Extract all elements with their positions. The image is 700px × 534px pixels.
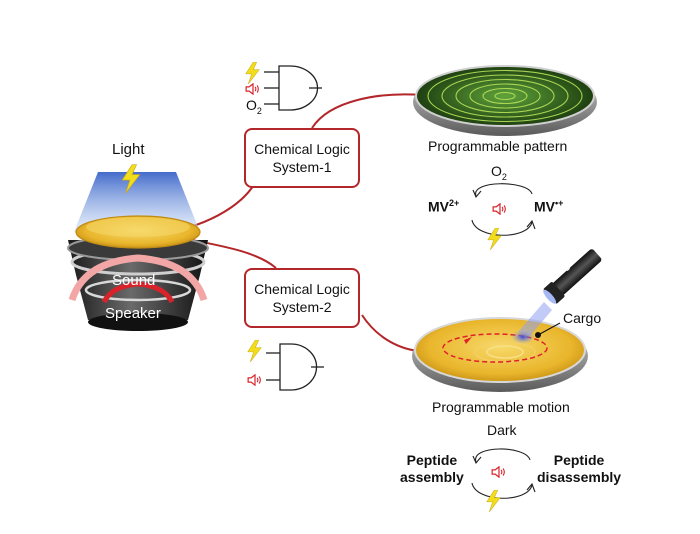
mv-radical-main: MV [534, 198, 555, 215]
gate1-sound-icon [245, 83, 259, 95]
speaker-label: Speaker [105, 305, 161, 322]
pattern-petri-dish [413, 65, 597, 136]
cycle1-bottom-arrow [471, 219, 533, 236]
cycle1-right-label: MV•+ [534, 198, 563, 215]
cargo-label: Cargo [563, 310, 602, 326]
trajectory-arrow [464, 337, 472, 344]
peptide-disassembly-line1: Peptide [553, 452, 605, 468]
cycle2-top-label: Dark [487, 422, 517, 438]
sound-wave-outer [68, 254, 208, 302]
connector-system2-motion [361, 314, 419, 352]
cycle1-light-bolt-icon [487, 228, 502, 250]
motion-trajectory [442, 333, 548, 363]
and-gate-2-shape [279, 343, 318, 391]
chemical-logic-system-1-box: Chemical Logic System-1 [244, 128, 360, 188]
gate2-light-bolt-icon [247, 340, 262, 362]
chemical-logic-system-2-box: Chemical Logic System-2 [244, 268, 360, 328]
cycle1-top-arrow [475, 183, 533, 197]
programmable-motion-label: Programmable motion [432, 399, 570, 415]
gate2-sound-icon [247, 374, 261, 386]
mv2-main: MV [428, 198, 449, 215]
cycle2-left-label: Peptide assembly [400, 452, 464, 486]
cycle2-top-arrow [475, 448, 531, 463]
logic-gate-1 [264, 65, 322, 111]
pattern-rings [427, 69, 583, 123]
cycle-1 [471, 183, 536, 236]
cycle2-right-label: Peptide disassembly [537, 452, 621, 486]
cycle1-o2-main: O [491, 163, 502, 179]
flashlight-illustration [518, 249, 602, 336]
gate1-o2-sub: 2 [256, 105, 262, 116]
cycle1-top-label: O2 [491, 163, 507, 182]
motion-petri-dish [412, 317, 588, 392]
peptide-disassembly-line2: disassembly [537, 469, 622, 485]
mv-radical-sup: •+ [555, 198, 564, 208]
and-gate-1-shape [278, 65, 319, 111]
cycle2-bottom-arrow [471, 482, 533, 499]
cycle2-sound-icon [491, 466, 505, 478]
mv2-sup: 2+ [449, 198, 460, 208]
sound-wave-inner [101, 281, 175, 304]
flashlight-beam [518, 302, 552, 336]
light-label: Light [112, 141, 145, 158]
cycle1-left-label: MV2+ [428, 198, 459, 215]
peptide-assembly-line2: assembly [400, 469, 464, 485]
system1-line1: Chemical Logic [254, 141, 350, 157]
gate1-o2-label: O2 [246, 97, 262, 116]
speaker-illustration [67, 172, 209, 331]
cycle2-light-bolt-icon [486, 490, 501, 512]
gate1-light-bolt-icon [245, 62, 260, 84]
logic-gate-2 [266, 343, 324, 391]
cycle1-o2-sub: 2 [501, 171, 507, 182]
system2-line1: Chemical Logic [254, 281, 350, 297]
system1-line2: System-1 [272, 159, 332, 175]
light-beam [74, 172, 200, 232]
cycle1-sound-icon [492, 203, 506, 215]
system2-line2: System-2 [272, 299, 332, 315]
programmable-pattern-label: Programmable pattern [428, 138, 568, 154]
cargo-pointer [535, 322, 561, 338]
cycle-2 [471, 448, 536, 499]
connector-system1-pattern [311, 93, 423, 129]
gate1-o2-main: O [246, 97, 257, 113]
peptide-assembly-line1: Peptide [406, 452, 458, 468]
sound-label: Sound [112, 272, 156, 289]
